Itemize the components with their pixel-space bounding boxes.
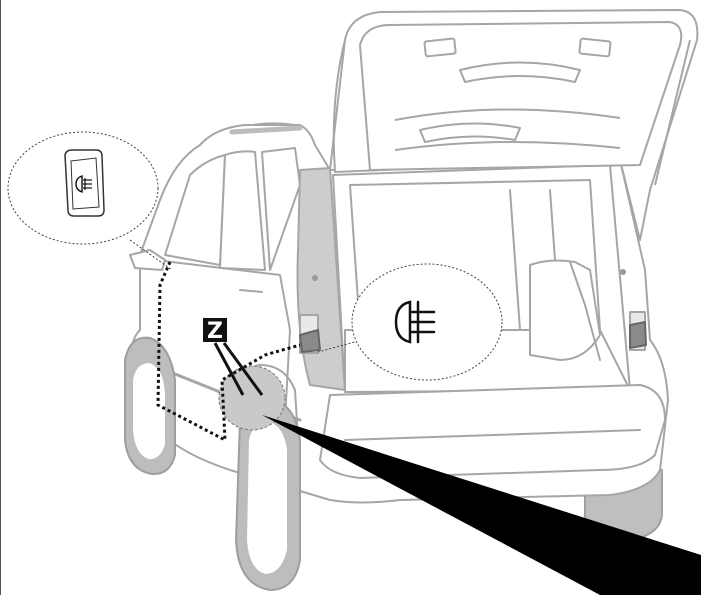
rear-seat — [530, 261, 600, 360]
tailgate-handle-right — [579, 38, 610, 56]
rear-left-tire-face — [246, 420, 288, 575]
front-tire-face — [132, 362, 166, 460]
right-tail-lamp-bracket — [630, 322, 646, 348]
z-badge-label: Z — [207, 319, 223, 344]
tailgate-handle-left — [424, 38, 455, 56]
pillar-bolt — [312, 275, 318, 281]
right-pillar-bolt — [620, 269, 626, 275]
left-tail-lamp-bracket — [300, 330, 320, 352]
z-badge: Z — [203, 318, 227, 344]
rear-fog-light-switch-icon — [65, 150, 104, 216]
